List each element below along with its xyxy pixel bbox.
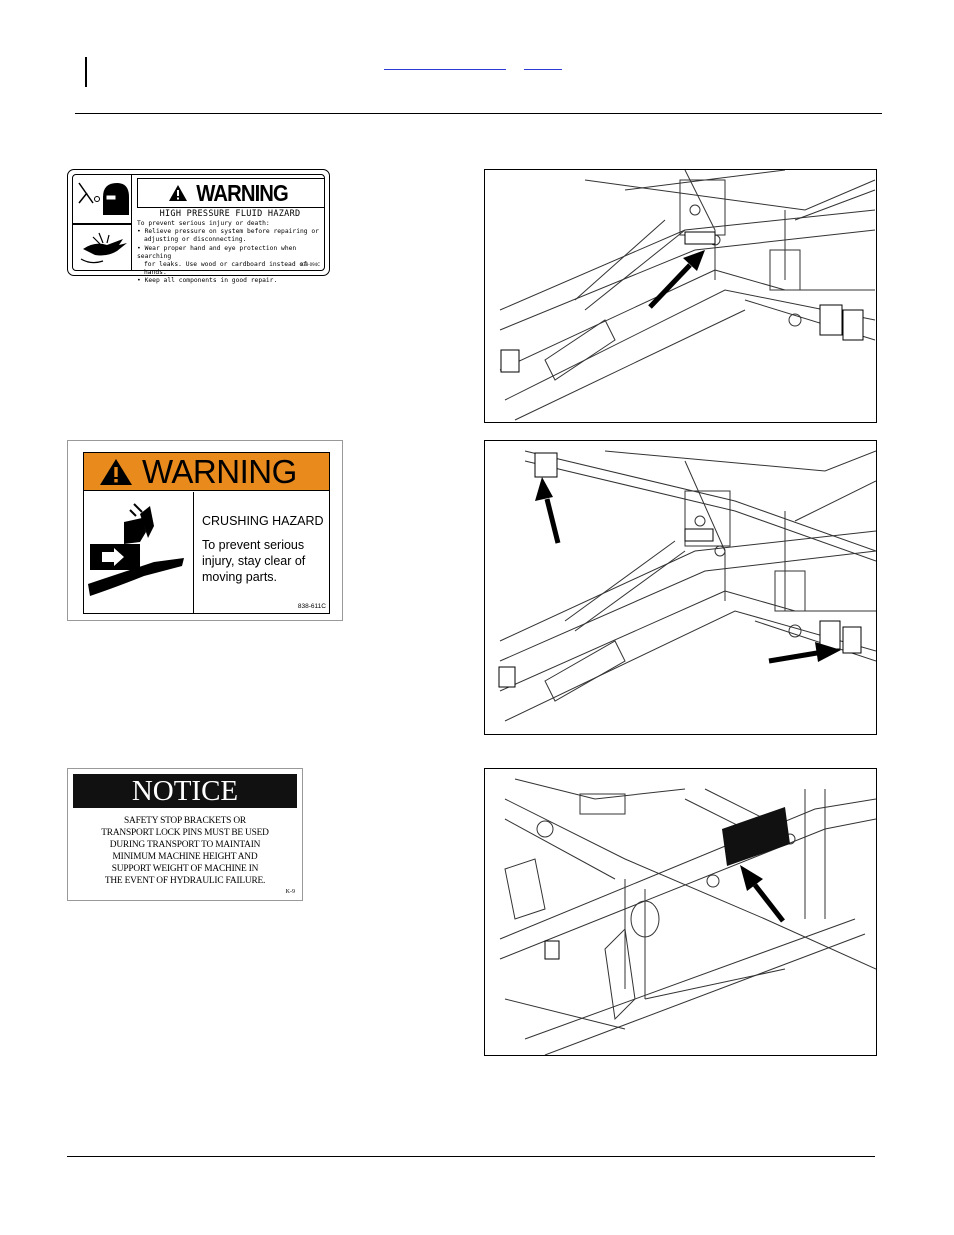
decal-icon-column	[73, 175, 132, 270]
decal-message: CRUSHING HAZARD To prevent serious injur…	[202, 514, 324, 584]
machine-photo-2	[484, 440, 877, 735]
pointer-arrow	[768, 642, 841, 664]
warning-triangle-icon	[168, 185, 187, 201]
machine-photo-1	[484, 169, 877, 423]
decal-part-number: K-9	[285, 889, 295, 895]
decal-signal-word: NOTICE	[73, 774, 297, 808]
header-link-section[interactable]	[384, 57, 506, 70]
decal-part-number: 838-094C	[300, 262, 320, 267]
decal-part-number: 838-611C	[297, 603, 326, 610]
margin-bar	[85, 57, 87, 87]
decal-signal-word: WARNING	[137, 178, 325, 208]
hand-injection-icon	[80, 232, 127, 264]
footer-rule	[67, 1156, 875, 1157]
header-rule	[75, 113, 882, 114]
decal-crushing-hazard: WARNING CRUSHING HAZARD To prevent serio…	[67, 440, 343, 621]
pointer-arrow	[535, 477, 561, 544]
decal-notice: NOTICE SAFETY STOP BRACKETS OR TRANSPORT…	[67, 768, 303, 901]
pointer-arrow	[648, 250, 705, 309]
crushing-hand-icon	[84, 492, 194, 613]
decal-message: SAFETY STOP BRACKETS OR TRANSPORT LOCK P…	[101, 816, 269, 886]
machine-photo-3	[484, 768, 877, 1056]
header-link-page[interactable]	[524, 57, 562, 70]
decal-instructions: To prevent serious injury or death: • Re…	[137, 220, 319, 285]
warning-triangle-icon	[100, 458, 132, 485]
decal-hazard-title: HIGH PRESSURE FLUID HAZARD	[159, 209, 301, 219]
decal-high-pressure-fluid: WARNING HIGH PRESSURE FLUID HAZARD To pr…	[67, 169, 330, 284]
pointer-arrow	[740, 865, 785, 923]
eye-protection-icon	[78, 182, 129, 215]
decal-signal-word: WARNING	[84, 453, 329, 491]
